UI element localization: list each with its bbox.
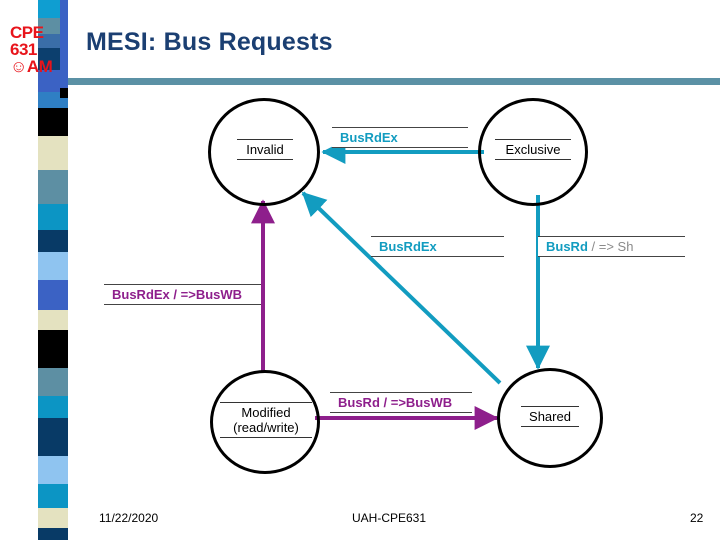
stripe-band-21 — [38, 528, 68, 540]
arrow-shared-to-invalid — [301, 191, 502, 385]
edge-label-main: BusRd — [546, 239, 588, 254]
stripe-band-17 — [38, 418, 68, 456]
state-node-modified[interactable] — [210, 370, 320, 474]
state-sublabel-text: (read/write) — [233, 420, 299, 435]
edge-label-main: BusRdEx — [379, 239, 437, 254]
stripe-accent-bar-dark — [60, 88, 68, 98]
slide-title: MESI: Bus Requests — [86, 28, 333, 56]
state-label-text: Modified — [241, 405, 291, 420]
stripe-band-20 — [38, 508, 68, 528]
state-label-text: Exclusive — [505, 142, 561, 157]
state-label-text: Shared — [529, 409, 571, 424]
edge-label-shared-to-invalid: BusRdEx — [371, 236, 504, 257]
edge-label-main: BusRdEx — [340, 130, 398, 145]
stripe-band-15 — [38, 368, 68, 396]
state-node-shared-label: Shared — [521, 406, 579, 427]
stripe-band-9 — [38, 204, 68, 230]
edge-label-exclusive-to-invalid: BusRdEx — [332, 127, 468, 148]
footer-date: 11/22/2020 — [99, 511, 159, 525]
stripe-band-19 — [38, 484, 68, 508]
stripe-band-8 — [38, 170, 68, 204]
state-node-exclusive-label: Exclusive — [495, 139, 571, 160]
title-underline-rule — [68, 78, 720, 85]
state-node-modified-label: Modified (read/write) — [220, 402, 312, 438]
logo-line-3: ☺AM — [10, 57, 53, 76]
stripe-band-18 — [38, 456, 68, 484]
state-node-invalid-label: Invalid — [237, 139, 293, 160]
footer-page-number: 22 — [690, 511, 704, 525]
stripe-band-7 — [38, 136, 68, 170]
course-logo: CPE 631 ☺AM — [10, 24, 70, 75]
stripe-band-13 — [38, 310, 68, 330]
state-label-text: Invalid — [246, 142, 284, 157]
stripe-band-6 — [38, 108, 68, 136]
edge-label-sub: / => Sh — [587, 239, 634, 254]
edge-label-sub: / =>BusWB — [169, 287, 243, 302]
edge-label-main: BusRdEx — [112, 287, 170, 302]
stripe-band-10 — [38, 230, 68, 252]
stripe-band-11 — [38, 252, 68, 280]
edge-label-modified-to-invalid: BusRdEx / =>BusWB — [104, 284, 261, 305]
edge-label-modified-to-shared: BusRd / =>BusWB — [330, 392, 472, 413]
decorative-color-stripe — [38, 0, 68, 540]
stripe-band-12 — [38, 280, 68, 310]
stripe-band-14 — [38, 330, 68, 368]
edge-label-exclusive-to-shared: BusRd / => Sh — [538, 236, 685, 257]
edge-label-main: BusRd — [338, 395, 380, 410]
footer-course-label: UAH-CPE631 — [352, 511, 427, 525]
logo-line-2: 631 — [10, 40, 37, 59]
state-node-invalid[interactable] — [208, 98, 320, 206]
stripe-band-16 — [38, 396, 68, 418]
logo-line-1: CPE — [10, 23, 44, 42]
stripe-accent-bar — [60, 0, 68, 88]
edge-label-sub: / =>BusWB — [379, 395, 453, 410]
state-node-shared[interactable] — [497, 368, 603, 468]
state-node-exclusive[interactable] — [478, 98, 588, 206]
